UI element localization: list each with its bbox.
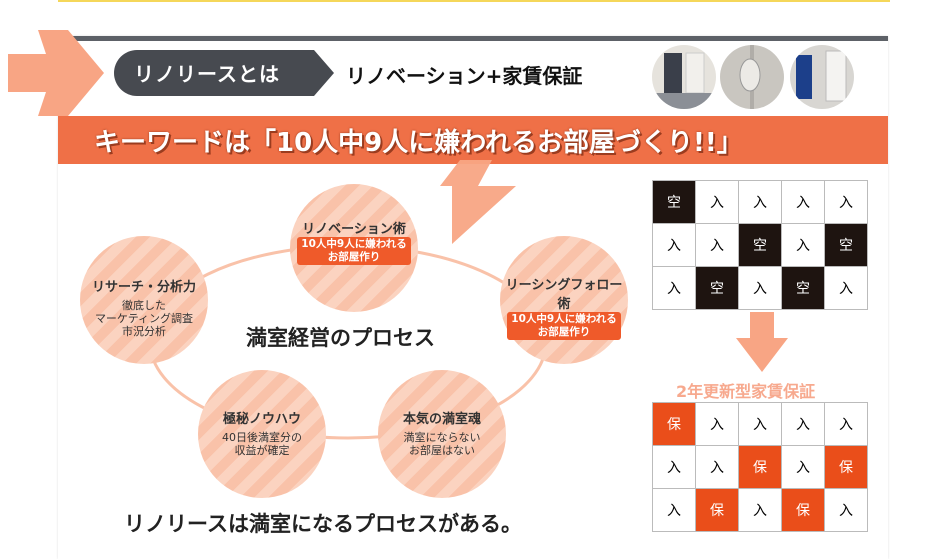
pill-label: リノリースとは bbox=[134, 62, 280, 86]
occupancy-grid-after: 保入入入入入入保入保入保入保入 bbox=[652, 402, 868, 532]
circle-spirit: 本気の満室魂 満室にならない お部屋はない bbox=[378, 370, 506, 498]
circle-title: リーシングフォロー術 bbox=[505, 278, 623, 312]
grid-cell: 空 bbox=[824, 223, 868, 267]
circle-title: 本気の満室魂 bbox=[402, 412, 481, 427]
grid-cell: 入 bbox=[781, 180, 825, 224]
circle-research: リサーチ・分析力 徹底した マーケティング調査 市況分析 bbox=[80, 236, 208, 364]
grid-cell: 空 bbox=[695, 266, 739, 310]
grid-row: 入入保入保 bbox=[652, 445, 868, 489]
guarantee-label: 2年更新型家賃保証 bbox=[676, 382, 816, 401]
grid-row: 空入入入入 bbox=[652, 180, 868, 224]
grid-cell: 入 bbox=[738, 402, 782, 446]
grid-cell: 入 bbox=[824, 488, 868, 532]
grid-cell: 空 bbox=[738, 223, 782, 267]
grid-cell: 保 bbox=[695, 488, 739, 532]
grid-cell: 入 bbox=[738, 266, 782, 310]
circle-title: 極秘ノウハウ bbox=[222, 412, 301, 427]
room-photo-2 bbox=[790, 45, 854, 109]
process-bottom-text: リノリースは満室になるプロセスがある。 bbox=[124, 512, 522, 536]
circle-knowhow: 極秘ノウハウ 40日後満室分の 収益が確定 bbox=[198, 370, 326, 498]
grid-cell: 入 bbox=[738, 180, 782, 224]
keyword-banner-text: キーワードは「10人中9人に嫌われるお部屋づくり!!」 bbox=[94, 128, 743, 158]
showerhead-photo bbox=[720, 45, 784, 109]
circle-title: リノベーション術 bbox=[302, 222, 406, 237]
circle-renovation: リノベーション術 10人中9人に嫌われるお部屋作り bbox=[290, 184, 418, 312]
grid-cell: 保 bbox=[824, 445, 868, 489]
grid-cell: 入 bbox=[781, 445, 825, 489]
circle-tag: 10人中9人に嫌われるお部屋作り bbox=[297, 237, 411, 265]
grid-cell: 入 bbox=[695, 402, 739, 446]
grid-cell: 入 bbox=[695, 223, 739, 267]
grid-cell: 入 bbox=[652, 488, 696, 532]
down-arrow-icon bbox=[736, 312, 788, 372]
tagline: リノベーション+家賃保証 bbox=[346, 64, 583, 88]
circle-leasing: リーシングフォロー術 10人中9人に嫌われるお部屋作り bbox=[500, 236, 628, 364]
grid-cell: 入 bbox=[824, 402, 868, 446]
room-photo-1 bbox=[652, 45, 716, 109]
grid-cell: 保 bbox=[652, 402, 696, 446]
grid-cell: 入 bbox=[695, 445, 739, 489]
circle-tag: 10人中9人に嫌われるお部屋作り bbox=[507, 312, 621, 340]
grid-cell: 保 bbox=[738, 445, 782, 489]
pink-arrow-icon bbox=[8, 30, 104, 116]
grid-cell: 入 bbox=[824, 180, 868, 224]
grid-cell: 入 bbox=[781, 223, 825, 267]
grid-cell: 入 bbox=[824, 266, 868, 310]
occupancy-grid-before: 空入入入入入入空入空入空入空入 bbox=[652, 180, 868, 310]
grid-cell: 保 bbox=[781, 488, 825, 532]
grid-cell: 入 bbox=[652, 445, 696, 489]
keyword-banner bbox=[58, 116, 888, 164]
down-right-arrow-icon bbox=[440, 160, 516, 244]
grid-cell: 入 bbox=[652, 266, 696, 310]
pill-background bbox=[114, 50, 334, 96]
grid-cell: 入 bbox=[695, 180, 739, 224]
grid-row: 保入入入入 bbox=[652, 402, 868, 446]
grid-row: 入入空入空 bbox=[652, 223, 868, 267]
circle-title: リサーチ・分析力 bbox=[91, 280, 196, 295]
grid-cell: 空 bbox=[652, 180, 696, 224]
grid-cell: 入 bbox=[652, 223, 696, 267]
grid-cell: 空 bbox=[781, 266, 825, 310]
grid-cell: 入 bbox=[781, 402, 825, 446]
grid-row: 入空入空入 bbox=[652, 266, 868, 310]
grid-row: 入保入保入 bbox=[652, 488, 868, 532]
grid-cell: 入 bbox=[738, 488, 782, 532]
top-rule bbox=[58, 0, 890, 2]
process-center-title: 満室経営のプロセス bbox=[246, 326, 435, 350]
